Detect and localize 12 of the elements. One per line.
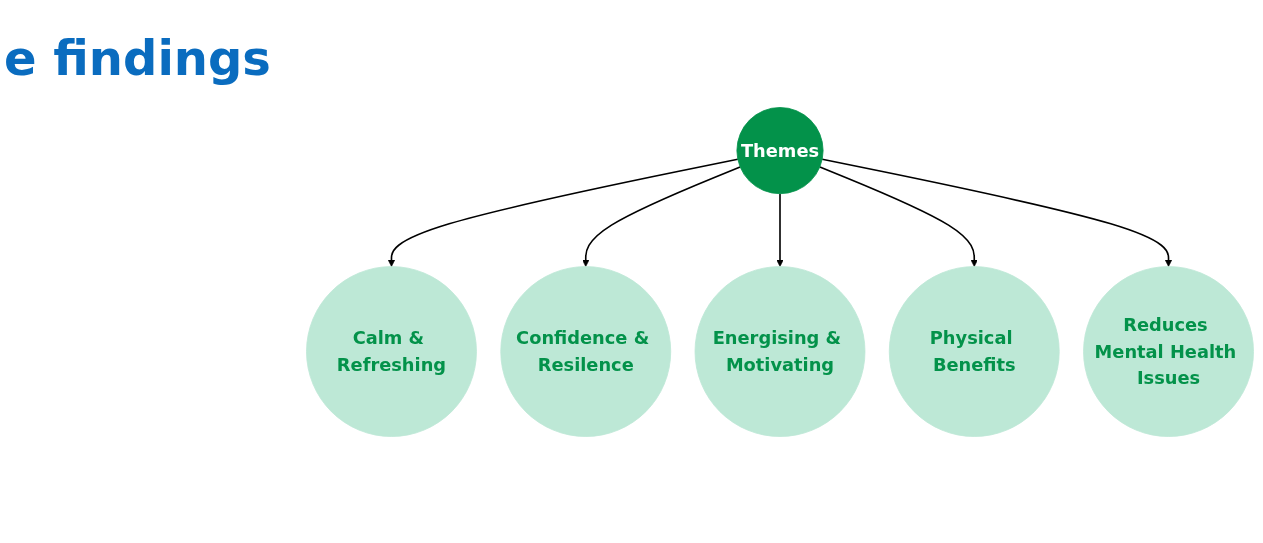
node-circle: Physical Benefits bbox=[888, 265, 1060, 437]
arrow bbox=[821, 157, 1173, 267]
arrow bbox=[819, 165, 978, 267]
title: e findings bbox=[4, 30, 271, 86]
node-circle: Calm & Refreshing bbox=[306, 265, 477, 437]
arrow bbox=[387, 157, 739, 267]
arrow bbox=[582, 165, 741, 267]
node-circle: Reduces Mental Health Issues bbox=[1083, 265, 1254, 437]
node-circle: Themes bbox=[736, 106, 824, 194]
arrow bbox=[776, 192, 784, 267]
node-circle: Confidence & Resilence bbox=[500, 265, 672, 437]
node-circle: Energising & Motivating bbox=[694, 265, 866, 437]
